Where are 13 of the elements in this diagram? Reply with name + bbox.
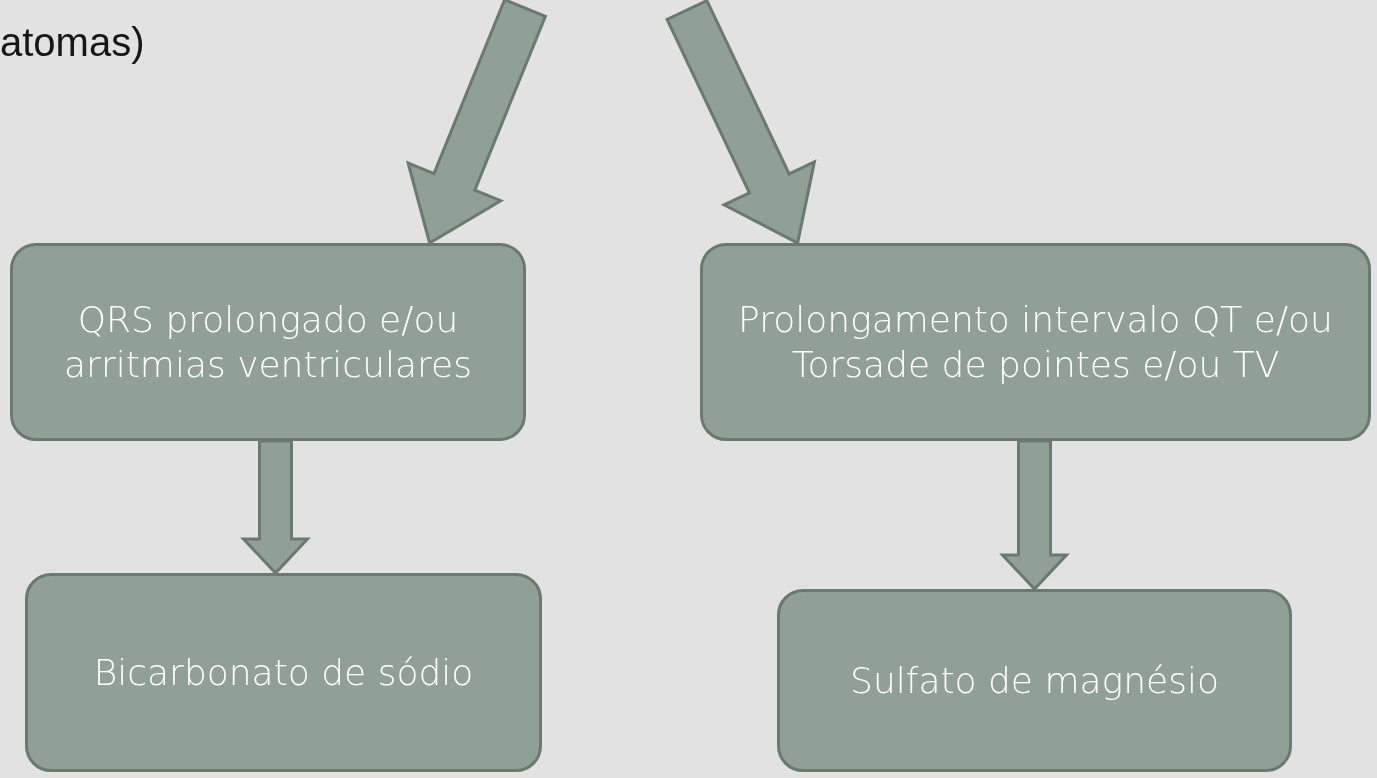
process-box [10,243,526,441]
process-box [777,589,1292,772]
process-box [700,243,1371,441]
box-text: Bicarbonato de sódio [93,651,474,695]
block-arrow [999,439,1070,592]
block-arrow [405,0,548,246]
box-text: Sulfato de magnésio [850,659,1219,703]
block-arrow [240,439,311,576]
process-box [25,573,542,772]
box-text: Prolongamento intervalo QT e/ou Torsade de pointes e/ou TV [737,298,1334,387]
box-text: QRS prolongado e/ou arritmias ventriculares [63,298,473,387]
note-text: atomas) [0,20,145,65]
block-arrow [665,0,817,246]
